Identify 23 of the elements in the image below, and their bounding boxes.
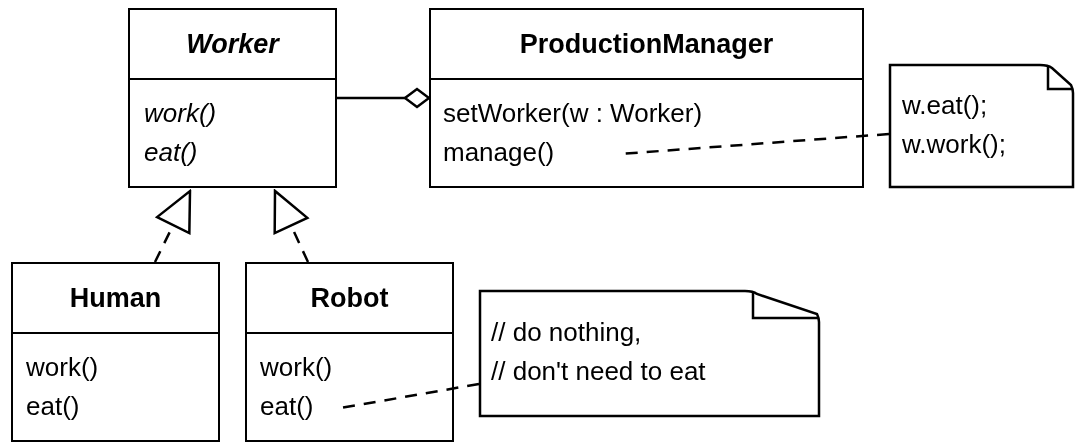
class-box (245, 262, 454, 442)
class-name: Worker (186, 28, 279, 60)
operation-text: eat() (26, 390, 80, 423)
realization-arrow (273, 189, 310, 263)
note-text: // don't need to eat (491, 355, 706, 388)
operation-text: manage() (443, 136, 555, 169)
class-box (128, 8, 337, 188)
realization-arrow (153, 189, 192, 263)
aggregation-connector (337, 87, 431, 109)
note-text: // do nothing, (491, 316, 642, 349)
operation-text: work() (26, 351, 99, 384)
operation-text: work() (260, 351, 333, 384)
class-box (429, 8, 864, 188)
operation-text: eat() (260, 390, 314, 423)
note-text: w.eat(); (902, 89, 988, 122)
class-name: Human (69, 282, 162, 314)
operation-text: eat() (144, 136, 198, 169)
operation-text: work() (144, 97, 217, 130)
class-name: ProductionManager (519, 28, 774, 60)
class-box (11, 262, 220, 442)
class-name: Robot (310, 282, 389, 314)
operation-text: setWorker(w : Worker) (443, 97, 703, 130)
note-text: w.work(); (902, 128, 1006, 161)
